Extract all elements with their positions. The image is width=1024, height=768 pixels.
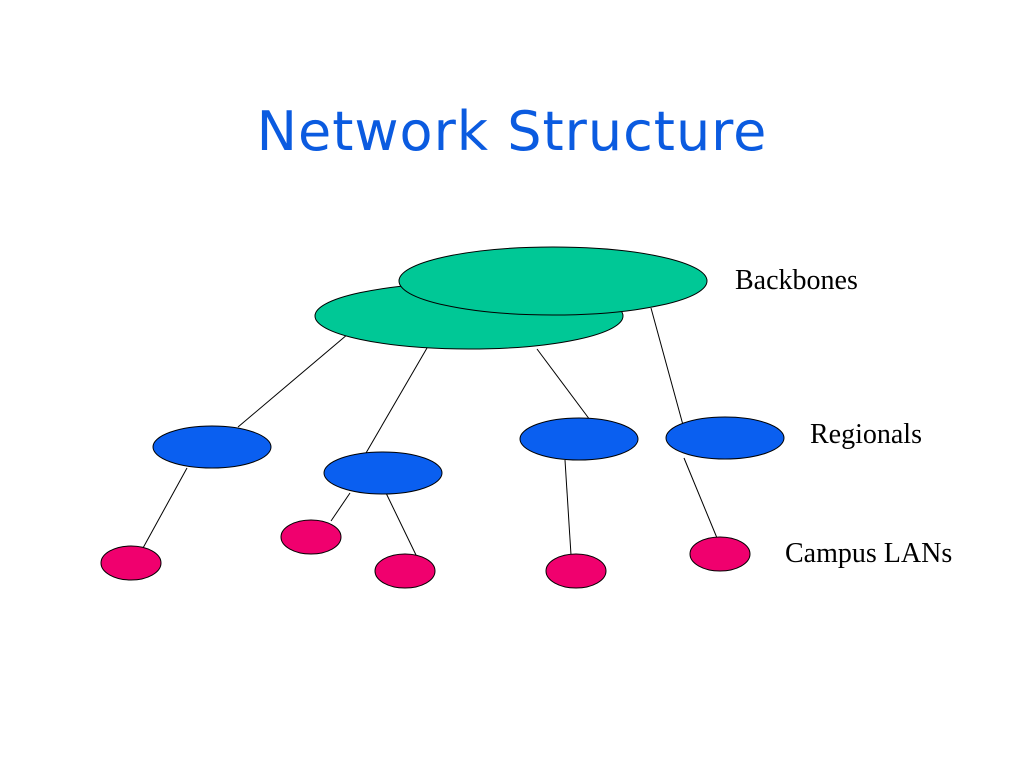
campus-node-2 — [280, 519, 342, 555]
backbone-node-2 — [398, 246, 708, 316]
slide-title: Network Structure — [256, 100, 768, 163]
label-backbones: Backbones — [735, 265, 858, 296]
campus-node-5 — [689, 536, 751, 572]
link-regional-campus-3 — [385, 492, 417, 556]
campus-node-3 — [374, 553, 436, 589]
link-backbone-regional-2 — [365, 347, 428, 454]
regional-node-2 — [323, 451, 443, 495]
link-backbone-regional-3 — [536, 348, 591, 421]
link-regional-campus-4 — [564, 459, 572, 556]
regional-node-3 — [519, 417, 639, 461]
link-regional-campus-2 — [330, 492, 351, 522]
link-regional-campus-1 — [142, 467, 188, 549]
regional-node-4 — [665, 416, 785, 460]
campus-node-1 — [100, 545, 162, 581]
label-regionals: Regionals — [810, 419, 922, 450]
regional-node-1 — [152, 425, 272, 469]
link-regional-campus-5 — [683, 457, 718, 539]
campus-node-4 — [545, 553, 607, 589]
link-backbone-regional-4 — [650, 307, 684, 426]
label-campus-lans: Campus LANs — [785, 538, 952, 569]
link-backbone-regional-1 — [237, 333, 349, 428]
